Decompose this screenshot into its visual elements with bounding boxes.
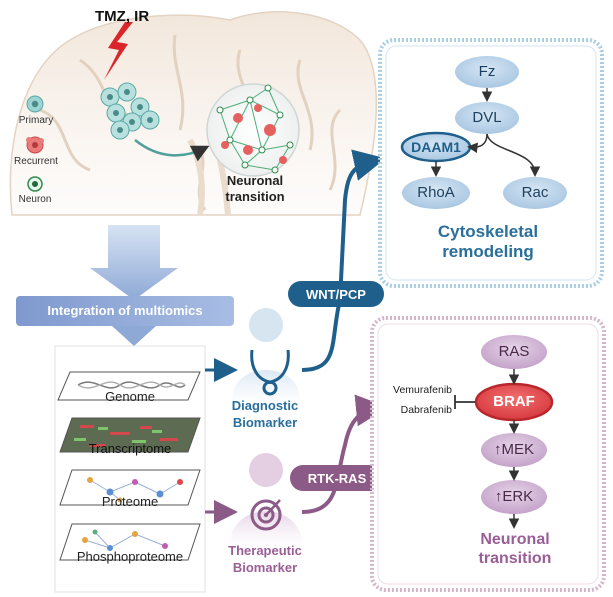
omics-layer-transcriptome: Transcriptome — [88, 441, 172, 456]
brain-illustration — [9, 11, 377, 216]
down-arrow — [90, 225, 178, 300]
dvl-node — [455, 102, 519, 134]
rtk-pathway-arrow — [301, 394, 388, 514]
dvl-label: DVL — [472, 109, 502, 126]
inhibitor-dabrafenib: Dabrafenib — [400, 404, 452, 416]
ras-node — [481, 335, 547, 369]
mek-label: ↑MEK — [481, 441, 547, 458]
neuron-icon — [27, 176, 43, 192]
inhibitor-vemurafenib: Vemurafenib — [393, 384, 452, 396]
rhoa-node — [402, 177, 470, 209]
ras-neuronal-transition-label: Neuronal transition — [478, 531, 552, 567]
inhibition-bar — [454, 395, 475, 409]
transition-arrow — [134, 139, 210, 162]
legend-neuron-label: Neuron — [18, 194, 52, 205]
primary-cell-icon — [26, 95, 44, 113]
proteome-layer — [59, 469, 201, 506]
mek-node — [481, 433, 547, 467]
rhoa-label: RhoA — [417, 184, 455, 201]
erk-node — [481, 480, 547, 514]
rac-label: Rac — [521, 184, 549, 201]
diagnostic-biomarker-label: Diagnostic Biomarker — [231, 398, 299, 430]
therapeutic-person-icon — [230, 453, 302, 550]
omics-layer-phosphoproteome: Phosphoproteome — [76, 549, 184, 564]
multiomics-banner-bg — [16, 296, 234, 326]
fz-node — [455, 56, 519, 88]
rac-node — [503, 177, 567, 209]
fz-label: Fz — [478, 63, 496, 80]
daam1-label: DAAM1 — [411, 139, 461, 155]
multiomics-title: Integration of multiomics — [47, 303, 203, 318]
wnt-pcp-badge: WNT/PCP — [306, 287, 366, 302]
neuronal-transition-label: Neuronal transition — [225, 173, 285, 204]
mek-text: MEK — [501, 441, 534, 458]
erk-up-arrow-icon: ↑ — [494, 488, 503, 505]
stimulus-label: TMZ, IR — [95, 8, 150, 25]
legend-primary-label: Primary — [18, 115, 54, 126]
therapeutic-biomarker-label: Therapeutic Biomarker — [228, 543, 302, 575]
primary-cell-cluster — [100, 82, 160, 140]
wnt-badge-bg — [288, 281, 384, 307]
diagnostic-person-icon — [232, 308, 300, 410]
phosphoproteome-layer — [59, 523, 201, 561]
mek-up-arrow-icon: ↑ — [493, 441, 502, 458]
rtk-badge-bg — [290, 465, 384, 491]
erk-text: ERK — [502, 488, 534, 505]
ras-label: RAS — [498, 343, 530, 360]
genome-layer — [57, 371, 201, 401]
rtk-ras-badge: RTK-RAS — [307, 471, 367, 486]
omics-layer-genome: Genome — [105, 389, 155, 404]
neuronal-network-lens — [206, 83, 300, 177]
transcriptome-layer — [59, 417, 201, 453]
cytoskeletal-remodeling-label: Cytoskeletal remodeling — [437, 222, 539, 261]
braf-label: BRAF — [493, 393, 535, 410]
omics-layer-proteome: Proteome — [101, 494, 159, 509]
wnt-panel — [378, 38, 604, 288]
legend-recurrent-label: Recurrent — [14, 156, 58, 167]
recurrent-cell-icon — [26, 136, 44, 154]
lightning-bolt-icon — [104, 22, 133, 80]
erk-label: ↑ERK — [481, 488, 547, 505]
